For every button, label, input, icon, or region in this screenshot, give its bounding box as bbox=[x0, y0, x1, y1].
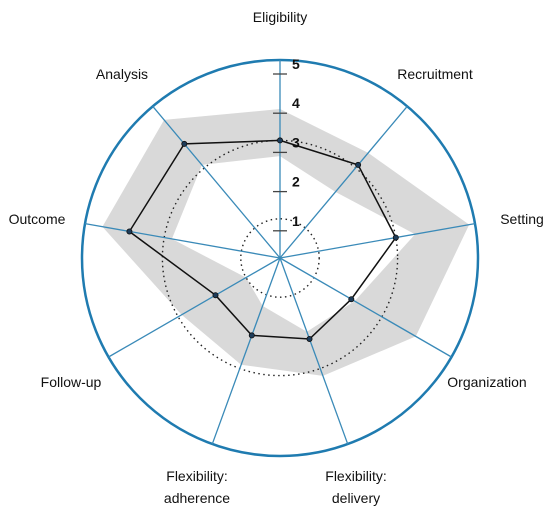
axis-labels: EligibilityRecruitmentSettingOrganizatio… bbox=[9, 9, 544, 506]
axis-label-6: Follow-up bbox=[41, 374, 102, 390]
tick-label-5: 5 bbox=[292, 56, 300, 72]
data-point-7 bbox=[126, 228, 133, 235]
series-polygon bbox=[126, 137, 399, 342]
dotted-ring-1 bbox=[240, 218, 320, 298]
axis-label-3: Organization bbox=[447, 374, 526, 390]
axis-label-line: adherence bbox=[164, 490, 230, 506]
axis-lines bbox=[84, 60, 476, 445]
axis-label-8: Analysis bbox=[96, 66, 148, 82]
data-point-2 bbox=[392, 234, 399, 241]
data-point-6 bbox=[212, 292, 219, 299]
data-point-4 bbox=[306, 335, 313, 342]
axis-label-line: Outcome bbox=[9, 211, 66, 227]
axis-label-line: Recruitment bbox=[397, 66, 473, 82]
axis-line-4 bbox=[279, 257, 349, 445]
range-band bbox=[102, 109, 470, 376]
axis-label-2: Setting bbox=[500, 211, 544, 227]
data-point-0 bbox=[276, 137, 283, 144]
axis-label-line: Flexibility: bbox=[166, 468, 227, 484]
axis-label-line: Flexibility: bbox=[325, 468, 386, 484]
axis-label-0: Eligibility bbox=[253, 9, 307, 25]
axis-line-1 bbox=[279, 105, 408, 259]
axis-line-3 bbox=[279, 257, 452, 358]
axis-line-2 bbox=[279, 222, 476, 259]
tick-label-3: 3 bbox=[292, 134, 300, 150]
axis-line-7 bbox=[84, 222, 281, 259]
axis-label-1: Recruitment bbox=[397, 66, 473, 82]
tick-label-2: 2 bbox=[292, 174, 300, 190]
axis-label-line: Follow-up bbox=[41, 374, 102, 390]
axis-label-line: Analysis bbox=[96, 66, 148, 82]
axis-label-line: Organization bbox=[447, 374, 526, 390]
axis-line-5 bbox=[211, 257, 281, 445]
series-line bbox=[128, 139, 397, 340]
tick-label-4: 4 bbox=[292, 95, 300, 111]
axis-label-5: Flexibility: adherence bbox=[164, 468, 230, 506]
data-point-1 bbox=[355, 161, 362, 168]
data-point-5 bbox=[248, 332, 255, 339]
axis-label-line: Eligibility bbox=[253, 9, 307, 25]
axis-line-6 bbox=[108, 257, 281, 358]
axis-line-8 bbox=[152, 105, 281, 259]
data-point-3 bbox=[348, 296, 355, 303]
axis-label-7: Outcome bbox=[9, 211, 66, 227]
axis-label-line: Setting bbox=[500, 211, 544, 227]
axis-label-4: Flexibility: delivery bbox=[325, 468, 386, 506]
data-point-8 bbox=[181, 140, 188, 147]
tick-label-1: 1 bbox=[292, 213, 300, 229]
scale-ticks: 1 2 3 4 5 bbox=[273, 56, 300, 232]
axis-label-line: delivery bbox=[332, 490, 380, 506]
range-band-shape bbox=[102, 109, 470, 376]
